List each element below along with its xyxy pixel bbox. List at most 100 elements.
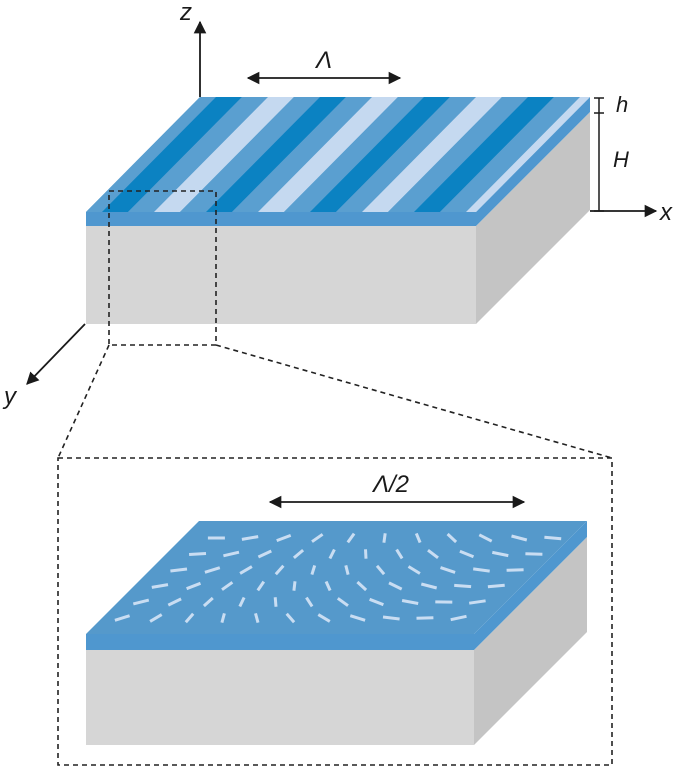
director-dash [256, 580, 266, 592]
director-dash [202, 596, 214, 608]
director-dash [151, 583, 169, 589]
director-dash [276, 533, 292, 543]
inset-film-side-edge [474, 521, 587, 650]
grating-stripe [596, 97, 677, 212]
top-sample [86, 97, 677, 324]
grating-stripe [284, 97, 424, 212]
film-side-edge [476, 97, 590, 226]
director-dash [364, 549, 368, 559]
director-dash [346, 532, 356, 544]
y-axis-label: y [2, 383, 18, 410]
director-dash [223, 550, 240, 558]
director-dash [492, 550, 509, 558]
film-thickness-label: h [616, 92, 628, 117]
z-axis-label: z [179, 0, 192, 26]
director-dash [170, 567, 188, 573]
substrate-side-face [476, 112, 590, 324]
director-dash [254, 613, 260, 623]
grating-stripe [388, 97, 528, 212]
director-dash [257, 549, 272, 559]
director-dash [184, 612, 195, 624]
grating-stripe [336, 97, 476, 212]
director-dash [356, 580, 368, 592]
grating-stripe [362, 97, 502, 212]
director-dash [388, 581, 403, 591]
director-dash [220, 613, 226, 623]
period-label: Λ [314, 47, 332, 74]
x-axis-label: x [659, 199, 673, 226]
director-dash [349, 614, 366, 622]
director-dash [487, 583, 505, 589]
director-dash [446, 532, 458, 544]
director-dash [167, 597, 182, 607]
director-dash [414, 532, 422, 544]
director-dash [239, 565, 253, 575]
director-dash [544, 535, 562, 541]
director-dash [149, 613, 163, 623]
zoom-connector-right [215, 344, 613, 459]
director-dash [273, 597, 278, 607]
director-dash [317, 613, 331, 623]
director-dashes [114, 532, 562, 624]
director-dash [382, 615, 400, 621]
inset-frame [57, 457, 613, 766]
director-dash [344, 565, 350, 575]
director-dash [204, 566, 221, 574]
inset-film-top [86, 521, 587, 634]
director-dash [285, 612, 296, 624]
director-dash [292, 581, 297, 591]
grating-stripe [206, 97, 346, 212]
director-dash [382, 533, 387, 543]
inset-substrate-front [86, 650, 474, 745]
director-dash [238, 596, 246, 608]
director-dash [369, 597, 384, 607]
grating-stripe [258, 97, 398, 212]
inset-film-front-edge [86, 634, 474, 650]
zoom-connector-left [57, 344, 110, 459]
director-dash [305, 596, 314, 608]
director-dash [221, 581, 234, 591]
film-front-edge [86, 212, 476, 226]
director-dash [375, 564, 386, 576]
grating-stripe [414, 97, 554, 212]
director-dash [336, 597, 349, 607]
director-dash [395, 548, 404, 560]
director-dash [511, 534, 528, 542]
inset-sample [86, 521, 587, 745]
inset-substrate-side [474, 537, 587, 745]
director-dash [450, 614, 467, 622]
director-dash [427, 549, 439, 559]
director-dash [114, 614, 131, 622]
director-dash [189, 552, 207, 556]
director-dash [292, 548, 305, 560]
director-dash [328, 548, 336, 560]
grating-stripe [440, 97, 580, 212]
director-dash [459, 549, 475, 559]
director-dash [186, 581, 202, 591]
director-dash [324, 580, 332, 592]
director-dash [132, 598, 150, 606]
zoom-selection-box [108, 190, 217, 346]
grating-stripe [102, 97, 242, 212]
director-dash [478, 533, 493, 543]
director-dash [416, 616, 434, 620]
half-period-label: Λ/2 [371, 471, 409, 498]
director-dash [311, 533, 324, 543]
director-dash [241, 535, 259, 541]
director-dash [454, 583, 472, 589]
director-dash [468, 599, 486, 605]
grating-stripe [232, 97, 372, 212]
grating-stripe [154, 97, 294, 212]
director-dash [310, 564, 317, 576]
substrate-front-face [86, 226, 476, 324]
director-dash [440, 566, 456, 574]
director-dash [401, 599, 419, 605]
director-dash [407, 565, 421, 575]
substrate-thickness-label: H [613, 147, 629, 172]
director-dash [274, 564, 285, 576]
grating-stripe [128, 97, 268, 212]
thickness-markers [594, 97, 604, 212]
director-dash [473, 567, 490, 573]
y-axis-arrow [26, 323, 86, 385]
